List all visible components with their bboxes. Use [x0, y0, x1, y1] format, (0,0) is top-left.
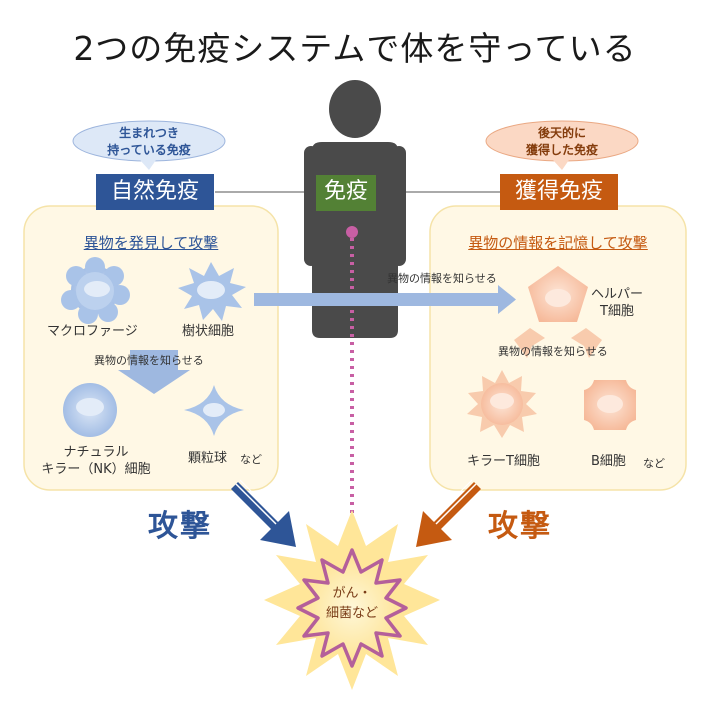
acquired-attack-arrow — [416, 479, 481, 547]
macrophage-icon — [61, 257, 130, 324]
dendritic-cell-label: 樹状細胞 — [182, 324, 235, 339]
innate-down-arrow — [118, 350, 190, 394]
immune-label-box — [316, 175, 376, 211]
killer-t-cell-label: キラーT細胞 — [467, 454, 540, 469]
info-transfer-arrow — [254, 285, 516, 314]
acquired-heading: 異物の情報を記憶して攻撃 — [468, 234, 648, 252]
target-burst — [264, 510, 440, 690]
b-cell-icon — [584, 380, 636, 430]
b-cell-label: B細胞 — [591, 454, 626, 469]
killer-t-cell-icon — [467, 370, 537, 438]
target-label: がん・ 細菌など — [302, 584, 402, 624]
info-transfer-text: 異物の情報を知らせる — [387, 272, 497, 285]
dotted-line-origin — [346, 226, 358, 238]
acquired-bubble-line-2: 獲得した免疫 — [525, 143, 598, 157]
innate-label: 自然免疫 — [110, 179, 199, 204]
nk-cell-label-line-1: ナチュラル — [63, 445, 129, 460]
acquired-arrow-text: 異物の情報を知らせる — [498, 345, 608, 358]
acquired-label-box — [500, 174, 618, 210]
helper-t-cell-icon — [528, 266, 588, 322]
innate-bubble-line-2: 持っている免疫 — [107, 143, 191, 157]
macrophage-label: マクロファージ — [47, 324, 138, 339]
acquired-etc-label: など — [643, 457, 665, 470]
target-label-line-2: 細菌など — [325, 606, 378, 621]
helper-t-cell-label-line-1: ヘルパー — [590, 287, 643, 302]
helper-t-cell-label-line-2: T細胞 — [600, 304, 634, 319]
innate-bubble-text: 生まれつき 持っている免疫 — [73, 125, 225, 159]
innate-bubble-tail — [140, 160, 156, 170]
dendritic-cell-icon — [178, 262, 246, 321]
acquired-bubble-line-1: 後天的に — [537, 126, 586, 140]
immune-label: 免疫 — [323, 179, 368, 204]
innate-attack-arrow — [231, 479, 296, 547]
nk-cell-label: ナチュラル キラー（NK）細胞 — [40, 444, 152, 478]
granulocyte-label: 顆粒球 — [188, 451, 228, 466]
acquired-attack-label: 攻撃 — [488, 509, 552, 544]
page-title: 2つの免疫システムで体を守っている — [73, 29, 637, 68]
helper-down-arrows — [514, 328, 602, 358]
innate-bubble-line-1: 生まれつき — [119, 126, 179, 140]
innate-etc-label: など — [240, 453, 262, 466]
acquired-bubble-tail — [553, 160, 569, 170]
innate-arrow-text: 異物の情報を知らせる — [94, 354, 204, 367]
acquired-label: 獲得免疫 — [514, 179, 603, 204]
helper-t-cell-label: ヘルパー T細胞 — [586, 286, 648, 320]
innate-attack-label: 攻撃 — [148, 509, 212, 544]
nk-cell-icon — [63, 383, 117, 437]
innate-heading: 異物を発見して攻撃 — [83, 234, 219, 252]
acquired-bubble-text: 後天的に 獲得した免疫 — [486, 125, 638, 159]
target-label-line-1: がん・ — [332, 586, 372, 601]
innate-label-box — [96, 174, 214, 210]
nk-cell-label-line-2: キラー（NK）細胞 — [41, 462, 151, 477]
granulocyte-icon — [184, 385, 244, 436]
